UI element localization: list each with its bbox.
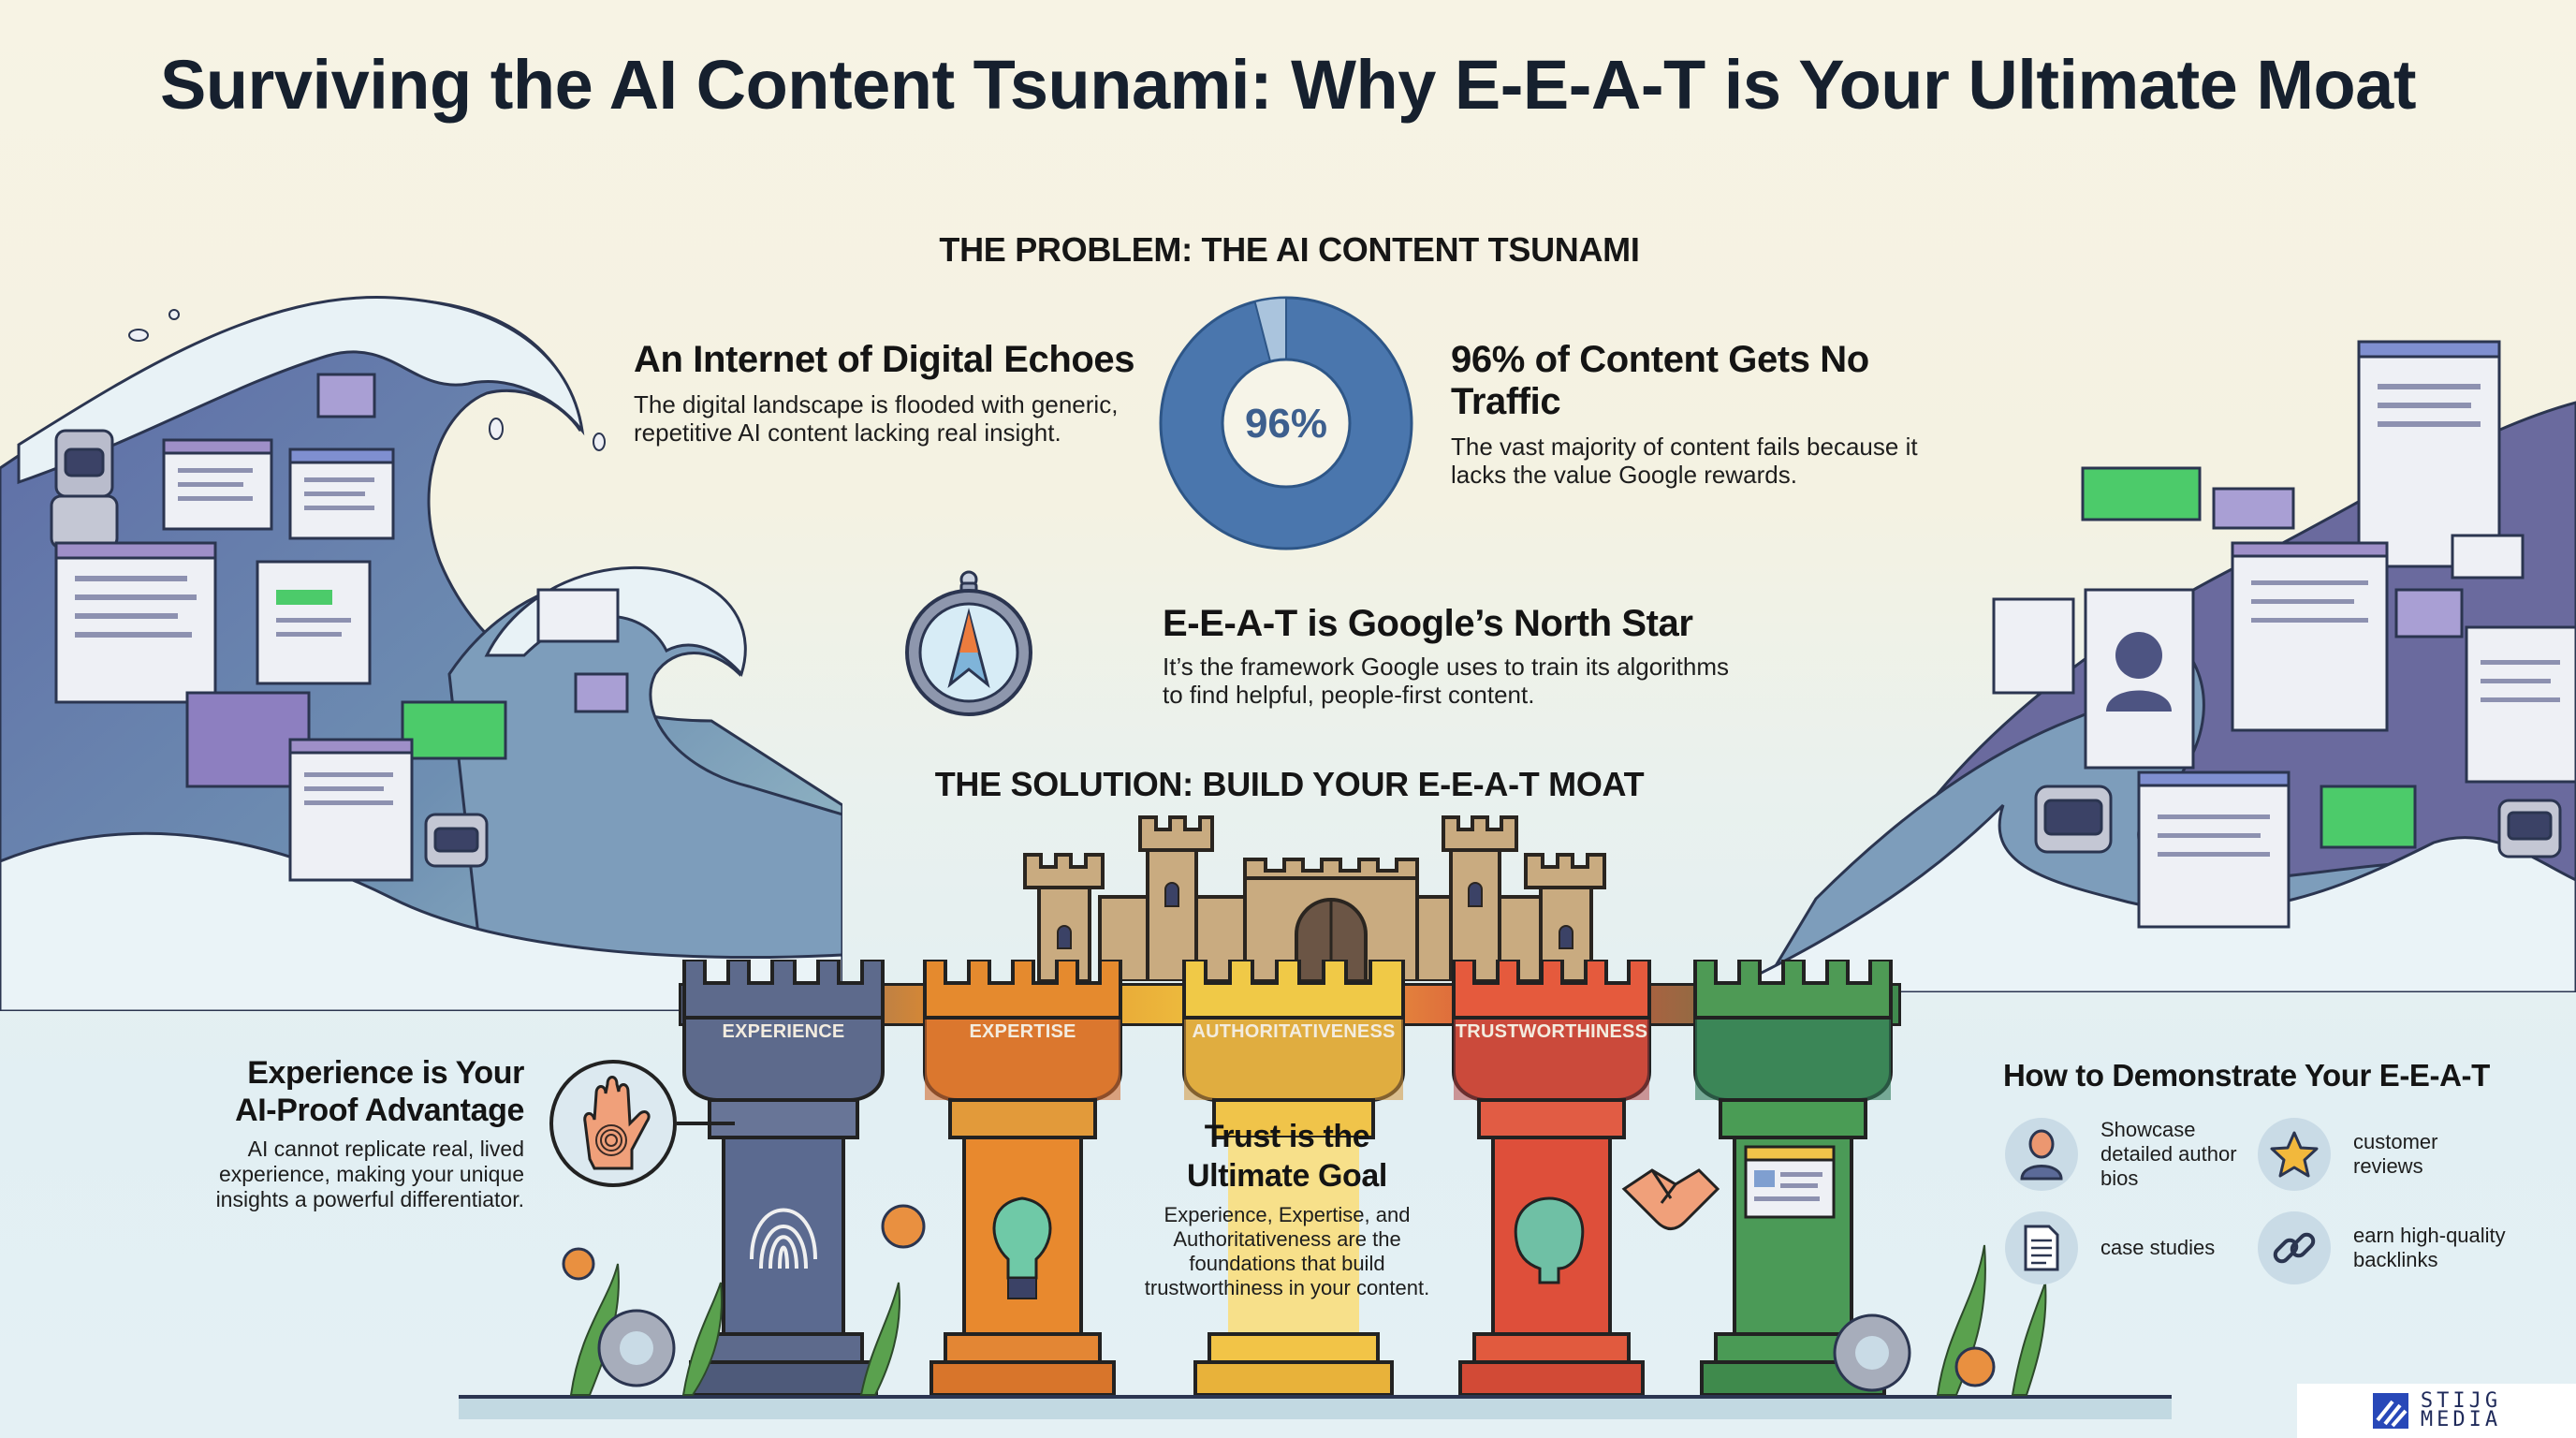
handshake-icon — [1621, 1168, 1720, 1230]
review-window-icon — [1744, 1145, 1836, 1219]
solution-heading: THE SOLUTION: BUILD YOUR E-E-A-T MOAT — [934, 765, 1645, 803]
demo-item-customer-reviews: customer reviews — [2258, 1118, 2437, 1191]
trust-title-line2: Ultimate Goal — [1187, 1158, 1387, 1194]
demo-item-author-bios-line1: Showcase — [2100, 1118, 2196, 1141]
demo-item-backlinks-line2: backlinks — [2353, 1248, 2438, 1271]
demo-item-case-studies-line1: case studies — [2100, 1236, 2216, 1259]
trust-body-line3: foundations that build — [1189, 1252, 1385, 1275]
north-star-body-line1: It’s the framework Google uses to train … — [1163, 653, 1729, 681]
logo-text-line1: STIJG — [2420, 1389, 2502, 1413]
north-star-block: E-E-A-T is Google’s North Star It’s the … — [1163, 603, 1818, 709]
demonstrate-title: How to Demonstrate Your E-E-A-T — [2003, 1058, 2490, 1093]
digital-echoes-title: An Internet of Digital Echoes — [634, 339, 1135, 380]
no-traffic-donut-chart: 96% — [1159, 296, 1413, 550]
pillar-experience-shape — [682, 960, 885, 1395]
no-traffic-body-line1: The vast majority of content fails becau… — [1451, 433, 1918, 461]
demo-item-customer-reviews-line2: reviews — [2353, 1154, 2423, 1178]
document-icon — [2005, 1211, 2078, 1284]
demo-item-author-bios-line2: detailed author — [2100, 1142, 2237, 1166]
pillar-trustworthiness: TRUSTWORTHINESS — [1451, 960, 1652, 1395]
pillar-authoritativeness-label: AUTHORITATIVENESS — [1192, 1021, 1396, 1042]
demonstrate-eeat-block: How to Demonstrate Your E-E-A-T Showcase… — [2003, 1058, 2565, 1301]
pillar-authoritativeness-shape — [1182, 960, 1405, 1395]
pillar-authoritativeness: AUTHORITATIVENESS — [1181, 960, 1406, 1395]
north-star-body-line2: to find helpful, people-first content. — [1163, 681, 1535, 709]
north-star-title: E-E-A-T is Google’s North Star — [1163, 603, 1693, 644]
experience-body-line3: insights a powerful differentiator. — [215, 1187, 524, 1211]
ai-tsunami-wave-left-illustration — [0, 296, 842, 1011]
trust-body-line2: Authoritativeness are the — [1173, 1227, 1401, 1251]
link-icon — [2258, 1211, 2331, 1284]
compass-icon — [905, 570, 1032, 716]
no-traffic-body-line2: lacks the value Google rewards. — [1451, 461, 1797, 489]
ground-base — [459, 1395, 2172, 1419]
plants-and-gears-decoration — [562, 1204, 2047, 1396]
star-icon — [2258, 1118, 2331, 1191]
trust-body-line4: trustworthiness in your content. — [1144, 1276, 1430, 1299]
pillar-experience: EXPERIENCE — [681, 960, 886, 1395]
digital-echoes-block: An Internet of Digital Echoes The digita… — [634, 339, 1158, 447]
trust-goal-block: Trust is the Ultimate Goal Experience, E… — [1095, 1117, 1479, 1300]
digital-echoes-body-line1: The digital landscape is flooded with ge… — [634, 390, 1119, 418]
trust-title-line1: Trust is the — [1204, 1119, 1370, 1154]
experience-body-line1: AI cannot replicate real, lived — [247, 1137, 524, 1161]
experience-title-line2: AI-Proof Advantage — [235, 1093, 524, 1128]
person-icon — [2005, 1118, 2078, 1191]
no-traffic-title: 96% of Content Gets No Traffic — [1451, 339, 1869, 422]
experience-body-line2: experience, making your unique — [218, 1162, 524, 1186]
no-traffic-block: 96% of Content Gets No Traffic The vast … — [1451, 339, 1975, 489]
demo-item-customer-reviews-line1: customer — [2353, 1130, 2438, 1153]
logo-text-line2: MEDIA — [2420, 1408, 2502, 1431]
experience-title-line1: Experience is Your — [247, 1055, 524, 1091]
trust-body-line1: Experience, Expertise, and — [1164, 1203, 1411, 1226]
pillar-trustworthiness-shape — [1452, 960, 1651, 1395]
page-title: Surviving the AI Content Tsunami: Why E-… — [160, 46, 2416, 124]
demo-item-author-bios: Showcase detailed author bios — [2005, 1118, 2237, 1191]
demo-item-backlinks-line1: earn high-quality — [2353, 1224, 2506, 1247]
hand-fingerprint-icon — [549, 1060, 735, 1187]
pillar-trustworthiness-label: TRUSTWORTHINESS — [1455, 1021, 1648, 1042]
experience-advantage-block: Experience is Your AI-Proof Advantage AI… — [94, 1054, 525, 1212]
donut-chart-graphic — [1159, 296, 1413, 550]
problem-heading: THE PROBLEM: THE AI CONTENT TSUNAMI — [939, 230, 1640, 269]
pillar-experience-label: EXPERIENCE — [722, 1021, 845, 1042]
ai-tsunami-wave-right-illustration — [1760, 340, 2576, 992]
logo-mark-icon — [2372, 1393, 2408, 1429]
donut-center-label: 96% — [1244, 401, 1328, 447]
stijg-media-logo: STIJG MEDIA — [2297, 1384, 2576, 1438]
digital-echoes-body-line2: repetitive AI content lacking real insig… — [634, 418, 1061, 447]
demo-item-backlinks: earn high-quality backlinks — [2258, 1211, 2506, 1284]
demo-item-author-bios-line3: bios — [2100, 1167, 2139, 1190]
demo-item-case-studies: case studies — [2005, 1211, 2215, 1284]
pillar-expertise-label: EXPERTISE — [969, 1021, 1076, 1042]
pillar-expertise: EXPERTISE — [922, 960, 1123, 1395]
pillar-expertise-shape — [923, 960, 1122, 1395]
